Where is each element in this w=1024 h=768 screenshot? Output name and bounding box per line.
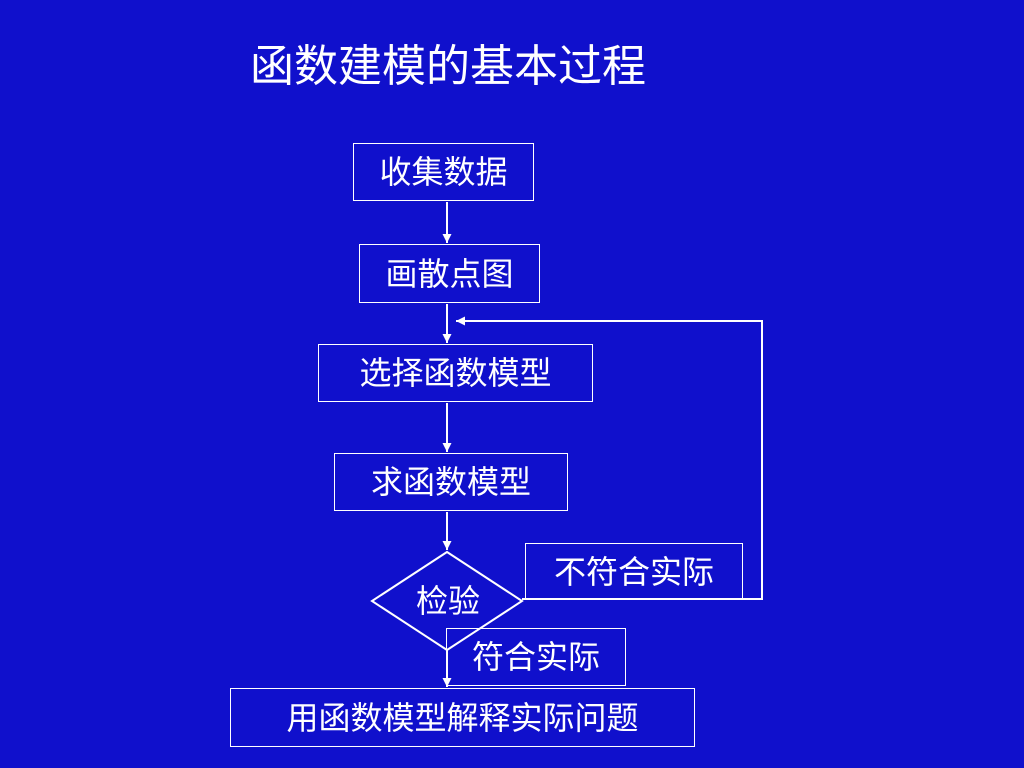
branch-label-not-fit: 不符合实际 — [525, 543, 743, 600]
step-apply-model: 用函数模型解释实际问题 — [230, 688, 695, 747]
step-collect-data: 收集数据 — [353, 143, 534, 201]
step-choose-model: 选择函数模型 — [318, 344, 593, 402]
slide-title: 函数建模的基本过程 — [250, 41, 646, 92]
step-draw-scatter: 画散点图 — [359, 244, 540, 303]
step-solve-model: 求函数模型 — [334, 453, 568, 511]
step-check-label: 检验 — [415, 582, 480, 620]
branch-label-fit: 符合实际 — [446, 628, 626, 686]
